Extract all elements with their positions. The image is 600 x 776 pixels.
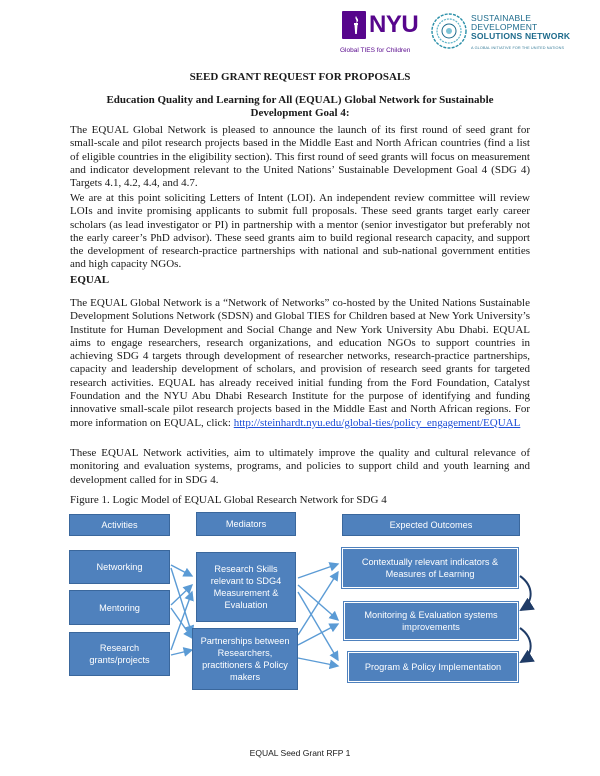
page-footer: EQUAL Seed Grant RFP 1 <box>249 748 351 758</box>
figure-caption: Figure 1. Logic Model of EQUAL Global Re… <box>70 494 387 506</box>
header-outcomes: Expected Outcomes <box>342 514 520 536</box>
paragraph-loi: We are at this point soliciting Letters … <box>70 192 530 271</box>
sdsn-line2: SOLUTIONS NETWORK <box>471 31 571 41</box>
nyu-subtitle: Global TIES for Children <box>340 47 411 54</box>
activity-research-grants: Research grants/projects <box>69 632 170 676</box>
outcome-indicators: Contextually relevant indicators & Measu… <box>341 547 519 589</box>
mediator-research-skills: Research Skills relevant to SDG4 Measure… <box>196 552 296 622</box>
paragraph-equal-text: The EQUAL Global Network is a “Network o… <box>70 297 530 429</box>
activity-networking: Networking <box>69 550 170 584</box>
header-activities: Activities <box>69 514 170 536</box>
outcome-me-systems: Monitoring & Evaluation systems improvem… <box>343 601 519 641</box>
header-mediators: Mediators <box>196 512 296 536</box>
nyu-torch-icon <box>342 11 366 39</box>
paragraph-activities: These EQUAL Network activities, aim to u… <box>70 447 530 486</box>
sdsn-tagline: A GLOBAL INITIATIVE FOR THE UNITED NATIO… <box>471 46 565 50</box>
diagram-arrows <box>170 562 535 670</box>
sdsn-line1: SUSTAINABLE DEVELOPMENT <box>471 13 538 32</box>
nyu-wordmark: NYU <box>369 11 419 38</box>
equal-info-link[interactable]: http://steinhardt.nyu.edu/global-ties/po… <box>233 416 521 429</box>
activity-mentoring: Mentoring <box>69 590 170 625</box>
sdsn-wordmark: SUSTAINABLE DEVELOPMENT SOLUTIONS NETWOR… <box>471 14 595 41</box>
paragraph-equal: The EQUAL Global Network is a “Network o… <box>70 297 530 430</box>
sdsn-circle-icon <box>431 13 467 49</box>
page-title: SEED GRANT REQUEST FOR PROPOSALS <box>189 71 411 83</box>
sdsn-logo: SUSTAINABLE DEVELOPMENT SOLUTIONS NETWOR… <box>430 10 595 60</box>
page-subtitle: Education Quality and Learning for All (… <box>106 94 494 119</box>
paragraph-intro: The EQUAL Global Network is pleased to a… <box>70 124 530 190</box>
mediator-partnerships: Partnerships between Researchers, practi… <box>192 628 298 690</box>
outcome-policy-implementation: Program & Policy Implementation <box>347 651 519 683</box>
nyu-logo: NYU Global TIES for Children <box>340 11 428 61</box>
logic-model-diagram: Activities Mediators Expected Outcomes N… <box>68 510 538 700</box>
section-heading: EQUAL <box>70 274 110 286</box>
